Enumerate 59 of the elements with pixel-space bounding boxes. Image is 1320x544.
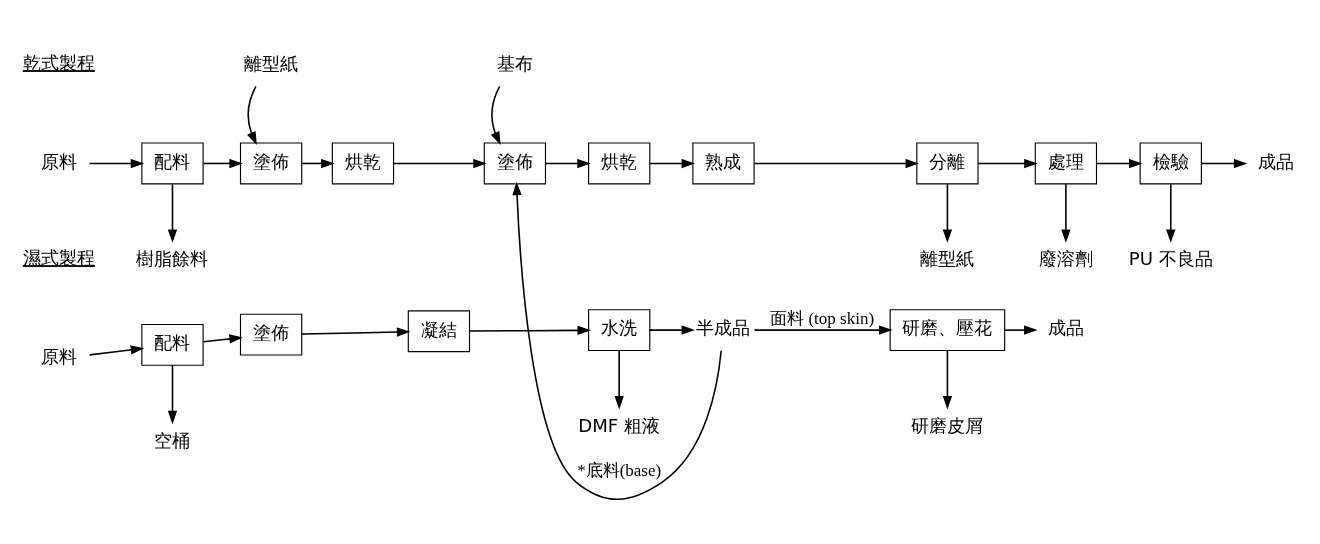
arrow xyxy=(977,158,1038,168)
arrow xyxy=(301,326,411,337)
arrow xyxy=(942,349,953,409)
arrow xyxy=(512,181,722,500)
node-box: 塗佈 xyxy=(239,141,303,184)
arrow xyxy=(88,344,145,356)
arrow xyxy=(544,158,591,168)
node-box: 配料 xyxy=(141,141,204,184)
arrow xyxy=(614,349,624,409)
arrow xyxy=(392,158,487,168)
label: 乾式製程 xyxy=(22,51,95,73)
node-box: 配料 xyxy=(141,323,204,366)
node-box: 處理 xyxy=(1034,141,1098,184)
arrow xyxy=(88,158,145,168)
node-text: 成品 xyxy=(1257,150,1294,172)
node-box: 分離 xyxy=(916,141,979,184)
arrow xyxy=(1200,158,1248,168)
edge-label: 面料 (top skin) xyxy=(770,308,875,328)
node-box: 塗佈 xyxy=(483,141,547,184)
arrow xyxy=(1004,324,1038,335)
node-text: 原料 xyxy=(41,345,78,367)
arrow xyxy=(649,324,695,335)
node-box: 凝結 xyxy=(407,309,471,352)
arrow xyxy=(167,364,178,424)
node-box: 水洗 xyxy=(588,308,651,351)
edge-label: *底料(base) xyxy=(577,460,662,480)
node-box: 熟成 xyxy=(692,141,755,184)
arrow xyxy=(167,182,178,243)
arrow xyxy=(202,158,243,168)
node-text: 樹脂餘料 xyxy=(136,247,209,269)
arrow xyxy=(942,182,953,243)
arrow xyxy=(202,333,243,344)
arrow xyxy=(753,158,919,168)
node-text: 成品 xyxy=(1047,316,1084,338)
node-text: 研磨皮屑 xyxy=(911,414,984,436)
arrow xyxy=(649,158,695,168)
node-text: 廢溶劑 xyxy=(1038,247,1093,269)
arrow xyxy=(469,325,591,335)
arrow xyxy=(247,85,257,145)
node-text: 原料 xyxy=(41,150,78,172)
arrow xyxy=(1166,182,1176,243)
arrow xyxy=(1095,158,1143,168)
arrow xyxy=(753,324,893,335)
node-text: 空桶 xyxy=(154,429,191,451)
node-text: 離型紙 xyxy=(244,52,299,74)
node-text: DMF 粗液 xyxy=(578,414,661,436)
node-box: 烘乾 xyxy=(331,141,395,184)
arrow xyxy=(1061,182,1071,243)
arrow xyxy=(301,158,335,168)
node-box: 塗佈 xyxy=(239,313,303,356)
node-box: 烘乾 xyxy=(588,141,651,184)
label: 濕式製程 xyxy=(22,246,95,268)
node-text: 基布 xyxy=(496,52,533,74)
node-text: 半成品 xyxy=(696,316,751,338)
node-text: PU 不良品 xyxy=(1128,247,1213,269)
node-box: 研磨、壓花 xyxy=(889,308,1006,351)
node-box: 檢驗 xyxy=(1139,141,1202,184)
node-text: 離型紙 xyxy=(920,247,975,269)
arrow xyxy=(490,85,501,145)
